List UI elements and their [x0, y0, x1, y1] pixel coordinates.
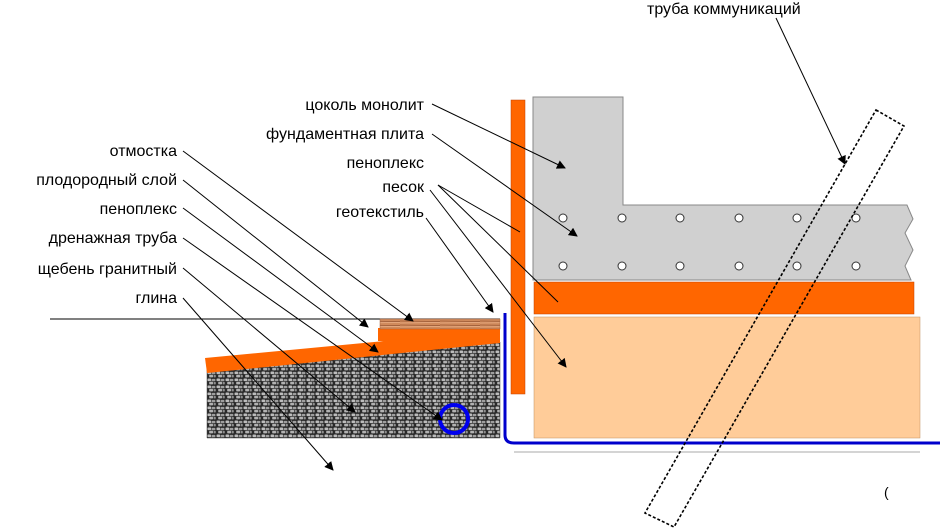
geotextile-membrane [503, 313, 940, 445]
label-sand: песок [382, 179, 425, 196]
label-geotextile: геотекстиль [336, 204, 424, 221]
stray-mark: ( [884, 484, 889, 500]
label-penoplex-left: пеноплекс [100, 201, 177, 218]
sand-layer [533, 316, 921, 439]
blind-area-boards [379, 318, 501, 330]
rebar-bottom-row [558, 261, 861, 271]
label-plinth-monolith: цоколь монолит [305, 97, 424, 114]
label-communications-pipe: труба коммуникаций [647, 1, 801, 18]
concrete-plinth-and-slab [532, 96, 914, 281]
communications-pipe [643, 108, 906, 529]
rebar-top-row [558, 213, 861, 223]
label-granite-gravel: щебень гранитный [38, 261, 177, 278]
vertical-penoplex [510, 99, 526, 395]
label-drainage-pipe: дренажная труба [49, 230, 177, 247]
label-penoplex-right: пеноплекс [347, 155, 424, 172]
penoplex-under-blind-area [378, 328, 500, 341]
label-clay: глина [136, 290, 178, 307]
label-blind-area: отмостка [110, 143, 177, 160]
label-topsoil: плодородный слой [36, 172, 177, 189]
penoplex-under-slab [533, 281, 915, 315]
leader-lines [182, 17, 846, 471]
label-foundation-slab: фундаментная плита [266, 126, 424, 143]
